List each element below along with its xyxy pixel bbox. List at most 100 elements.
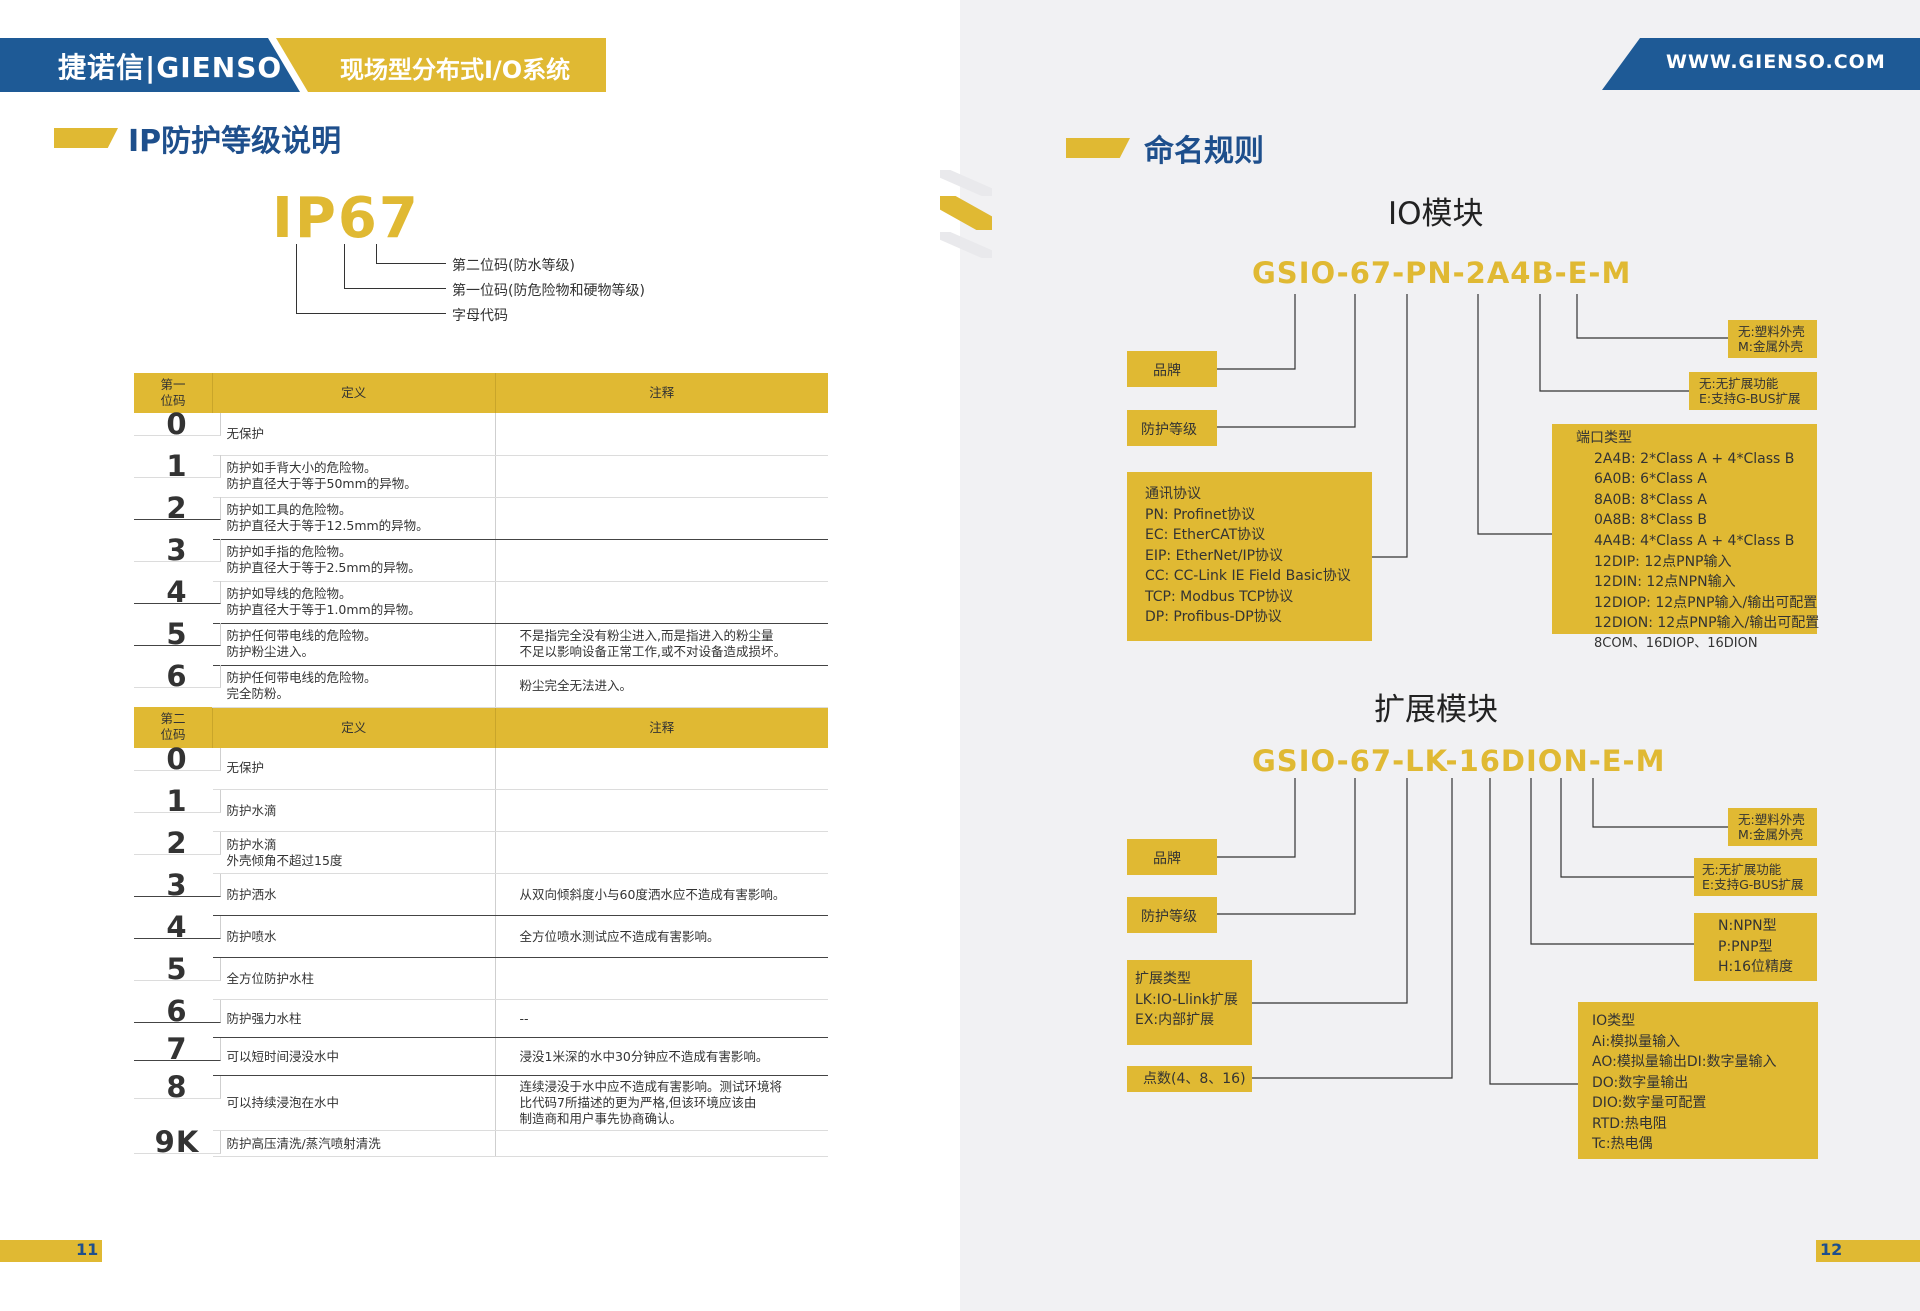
table-cell-code: 3: [134, 536, 221, 565]
io-protocol-item: EIP: EtherNet/IP协议: [1145, 547, 1284, 564]
io-expansion-box: 无:无扩展功能 E:支持G-BUS扩展: [1689, 372, 1817, 410]
io-port-item: 12DIOP: 12点PNP输入/输出可配置: [1594, 594, 1818, 611]
letter-code-label: 字母代码: [452, 308, 508, 324]
table-cell-note: [495, 831, 828, 874]
table-cell-note: --: [495, 999, 828, 1038]
website-label: WWW.GIENSO.COM: [1666, 51, 1886, 73]
table-cell-note: 浸没1米深的水中30分钟应不造成有害影响。: [495, 1037, 828, 1076]
table-cell-code: 8: [134, 1072, 221, 1101]
table-cell-code: 4: [134, 912, 221, 941]
product-line-label: 现场型分布式I/O系统: [340, 56, 571, 84]
ext-type-item: EX:内部扩展: [1135, 1012, 1215, 1028]
table-header-row: 第二位码定义注释: [134, 707, 828, 748]
table-cell-note: [495, 581, 828, 624]
table-cell-note: 连续浸没于水中应不造成有害影响。测试环境将比代码7所描述的更为严格,但该环境应该…: [495, 1075, 828, 1131]
ext-model-code: GSIO-67-LK-16DION-E-M: [1252, 744, 1666, 778]
table-cell-note: [495, 455, 828, 498]
table-header-cell: 定义: [212, 707, 496, 748]
ext-expansion-item: E:支持G-BUS扩展: [1702, 877, 1804, 892]
io-port-type-box: 端口类型 2A4B: 2*Class A + 4*Class B 6A0B: 6…: [1552, 424, 1819, 651]
io-protocol-item: PN: Profinet协议: [1145, 506, 1256, 523]
table-cell-def: 防护强力水柱: [212, 999, 496, 1038]
table-cell-def: 防护任何带电线的危险物。防护粉尘进入。: [212, 623, 496, 666]
left-section-title: IP防护等级说明: [128, 124, 342, 159]
io-port-item: 8COM、16DIOP、16DION: [1594, 635, 1758, 651]
section-marker: [54, 128, 118, 148]
io-protocol-box: 通讯协议 PN: Profinet协议 EC: EtherCAT协议 EIP: …: [1127, 472, 1372, 641]
table-cell-def: 防护水滴外壳倾角不超过15度: [212, 831, 496, 874]
table-cell-note: [495, 539, 828, 582]
ext-polarity-item: H:16位精度: [1718, 959, 1794, 975]
ext-io-heading: IO类型: [1592, 1013, 1636, 1029]
io-protocol-item: EC: EtherCAT协议: [1145, 527, 1266, 543]
ext-type-box: 扩展类型 LK:IO-Llink扩展 EX:内部扩展: [1127, 960, 1252, 1045]
ext-io-item: DO:数字量输出: [1592, 1074, 1689, 1091]
table-cell-def: 防护洒水: [212, 873, 496, 916]
table-cell-def: 防护水滴: [212, 789, 496, 832]
io-expansion-item: E:支持G-BUS扩展: [1699, 391, 1801, 406]
website-band: WWW.GIENSO.COM: [1602, 38, 1920, 90]
leader-line: [344, 244, 345, 289]
table-cell-note: 粉尘完全无法进入。: [495, 665, 828, 708]
leader-line: [296, 313, 446, 314]
leader-line: [376, 263, 446, 264]
table-header-row: 第一位码定义注释: [134, 373, 828, 413]
io-port-item: 4A4B: 4*Class A + 4*Class B: [1594, 532, 1795, 549]
table-cell-note: 不是指完全没有粉尘进入,而是指进入的粉尘量不足以影响设备正常工作,或不对设备造成…: [495, 623, 828, 666]
table-cell-code: 6: [134, 996, 221, 1025]
io-port-item: 0A8B: 8*Class B: [1594, 512, 1707, 529]
ext-polarity-item: P:PNP型: [1718, 938, 1773, 955]
section-marker: [1066, 138, 1130, 158]
io-expansion-item: 无:无扩展功能: [1699, 376, 1779, 391]
ext-expansion-box: 无:无扩展功能 E:支持G-BUS扩展: [1694, 858, 1817, 896]
right-section-title: 命名规则: [1144, 134, 1264, 169]
table-cell-def: 防护喷水: [212, 915, 496, 958]
leader-line: [376, 244, 377, 264]
table-cell-def: 防护高压清洗/蒸汽喷射清洗: [212, 1130, 496, 1157]
brand-band: [0, 38, 300, 92]
table-cell-code: 5: [134, 620, 221, 649]
table-cell-code: 7: [134, 1034, 221, 1063]
first-digit-label: 第一位码(防危险物和硬物等级): [452, 283, 645, 299]
ext-module-title: 扩展模块: [1374, 692, 1498, 728]
table-cell-def: 防护任何带电线的危险物。完全防粉。: [212, 665, 496, 708]
page-number-bar: [1816, 1240, 1920, 1262]
ext-io-item: DIO:数字量可配置: [1592, 1095, 1707, 1111]
io-port-heading: 端口类型: [1576, 430, 1632, 446]
ext-io-item: RTD:热电阻: [1592, 1115, 1667, 1132]
table-cell-note: [495, 747, 828, 790]
ext-type-heading: 扩展类型: [1135, 971, 1191, 987]
table-header-cell: 定义: [212, 373, 496, 413]
ext-io-item: AO:模拟量输出DI:数字量输入: [1592, 1054, 1777, 1070]
table-cell-code: 3: [134, 870, 221, 899]
table-header-cell: 注释: [495, 707, 828, 748]
table-header-cell: 第一位码: [134, 373, 213, 413]
second-digit-label: 第二位码(防水等级): [452, 258, 575, 274]
table-cell-def: 可以短时间浸没水中: [212, 1037, 496, 1076]
io-brand-box: 品牌: [1127, 351, 1217, 387]
ext-points-box: 点数(4、8、16): [1127, 1066, 1252, 1092]
io-port-item: 6A0B: 6*Class A: [1594, 471, 1707, 488]
table-cell-note: [495, 497, 828, 540]
table-cell-def: 防护如工具的危险物。防护直径大于等于12.5mm的异物。: [212, 497, 496, 540]
io-port-item: 12DIN: 12点NPN输入: [1594, 574, 1736, 591]
table-cell-note: [495, 413, 828, 456]
table-cell-code: 6: [134, 662, 221, 691]
ext-housing-item: 无:塑料外壳: [1738, 812, 1805, 827]
table-cell-code: 5: [134, 954, 221, 983]
io-port-item: 8A0B: 8*Class A: [1594, 491, 1707, 508]
